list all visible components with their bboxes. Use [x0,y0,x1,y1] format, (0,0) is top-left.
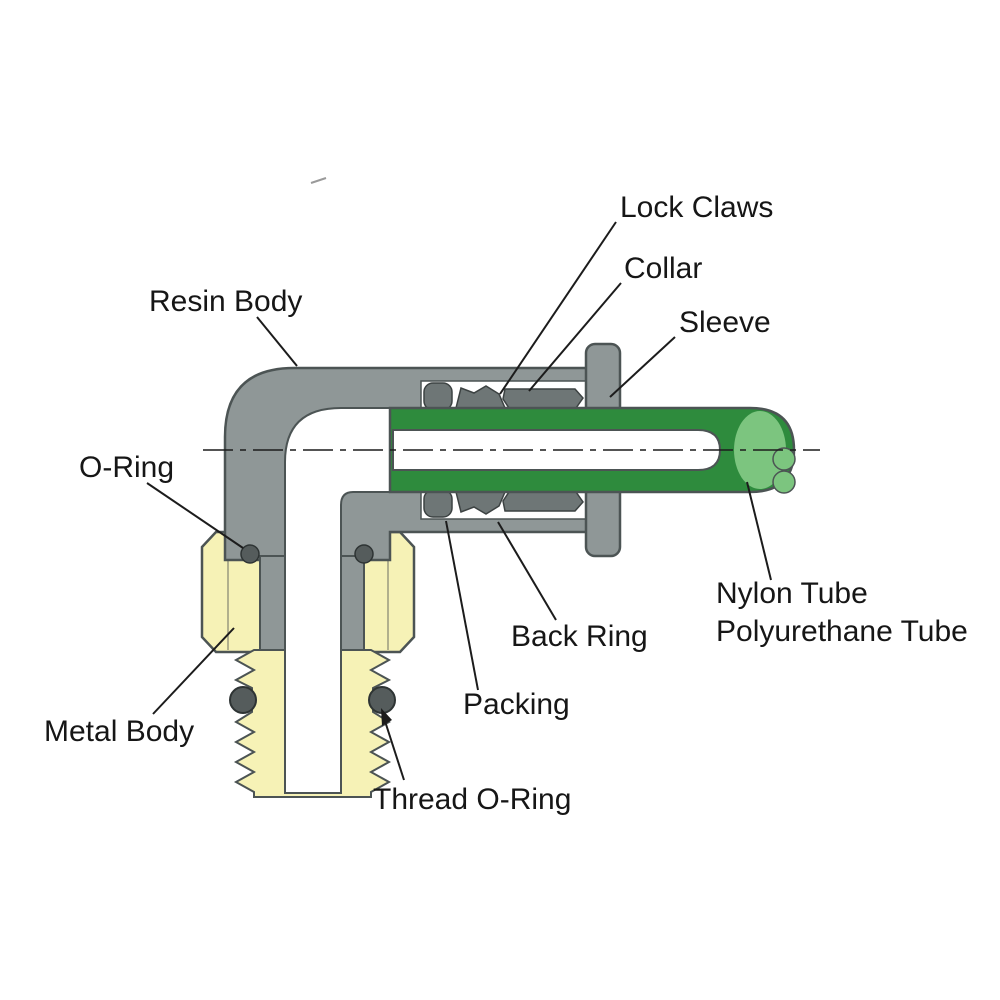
collar-bottom [502,491,584,512]
tube-end-circle-upper [772,447,796,471]
label-packing: Packing [463,688,570,721]
back-ring-leader [497,521,557,621]
tube-end-circle-lower [772,470,796,494]
collar-leader [528,282,622,392]
o-ring-left [240,544,260,564]
lock-claws-leader [499,221,617,395]
label-o-ring: O-Ring [79,451,174,484]
packing-bottom [423,489,453,518]
packing-leader [445,520,479,691]
collar-top [502,388,584,409]
sleeve-leader [609,336,676,398]
label-nylon-tube: Nylon Tube [716,577,868,610]
top-tick-mark [310,177,327,184]
tube-leader [746,481,772,581]
label-lock-claws: Lock Claws [620,191,773,224]
thread-o-ring-arrowhead [381,708,392,726]
label-resin-body: Resin Body [149,285,302,318]
thread-o-ring-leader [383,717,405,781]
packing-top [423,382,453,411]
metal-body-leader [152,627,235,715]
o-ring-leader [146,482,244,549]
label-collar: Collar [624,252,702,285]
label-back-ring: Back Ring [511,620,648,653]
label-polyurethane-tube: Polyurethane Tube [716,615,968,648]
label-metal-body: Metal Body [44,715,194,748]
resin-body-leader [256,316,298,367]
thread-o-ring-left [229,686,257,714]
label-sleeve: Sleeve [679,306,771,339]
o-ring-right [354,544,374,564]
label-thread-o-ring: Thread O-Ring [373,783,571,816]
